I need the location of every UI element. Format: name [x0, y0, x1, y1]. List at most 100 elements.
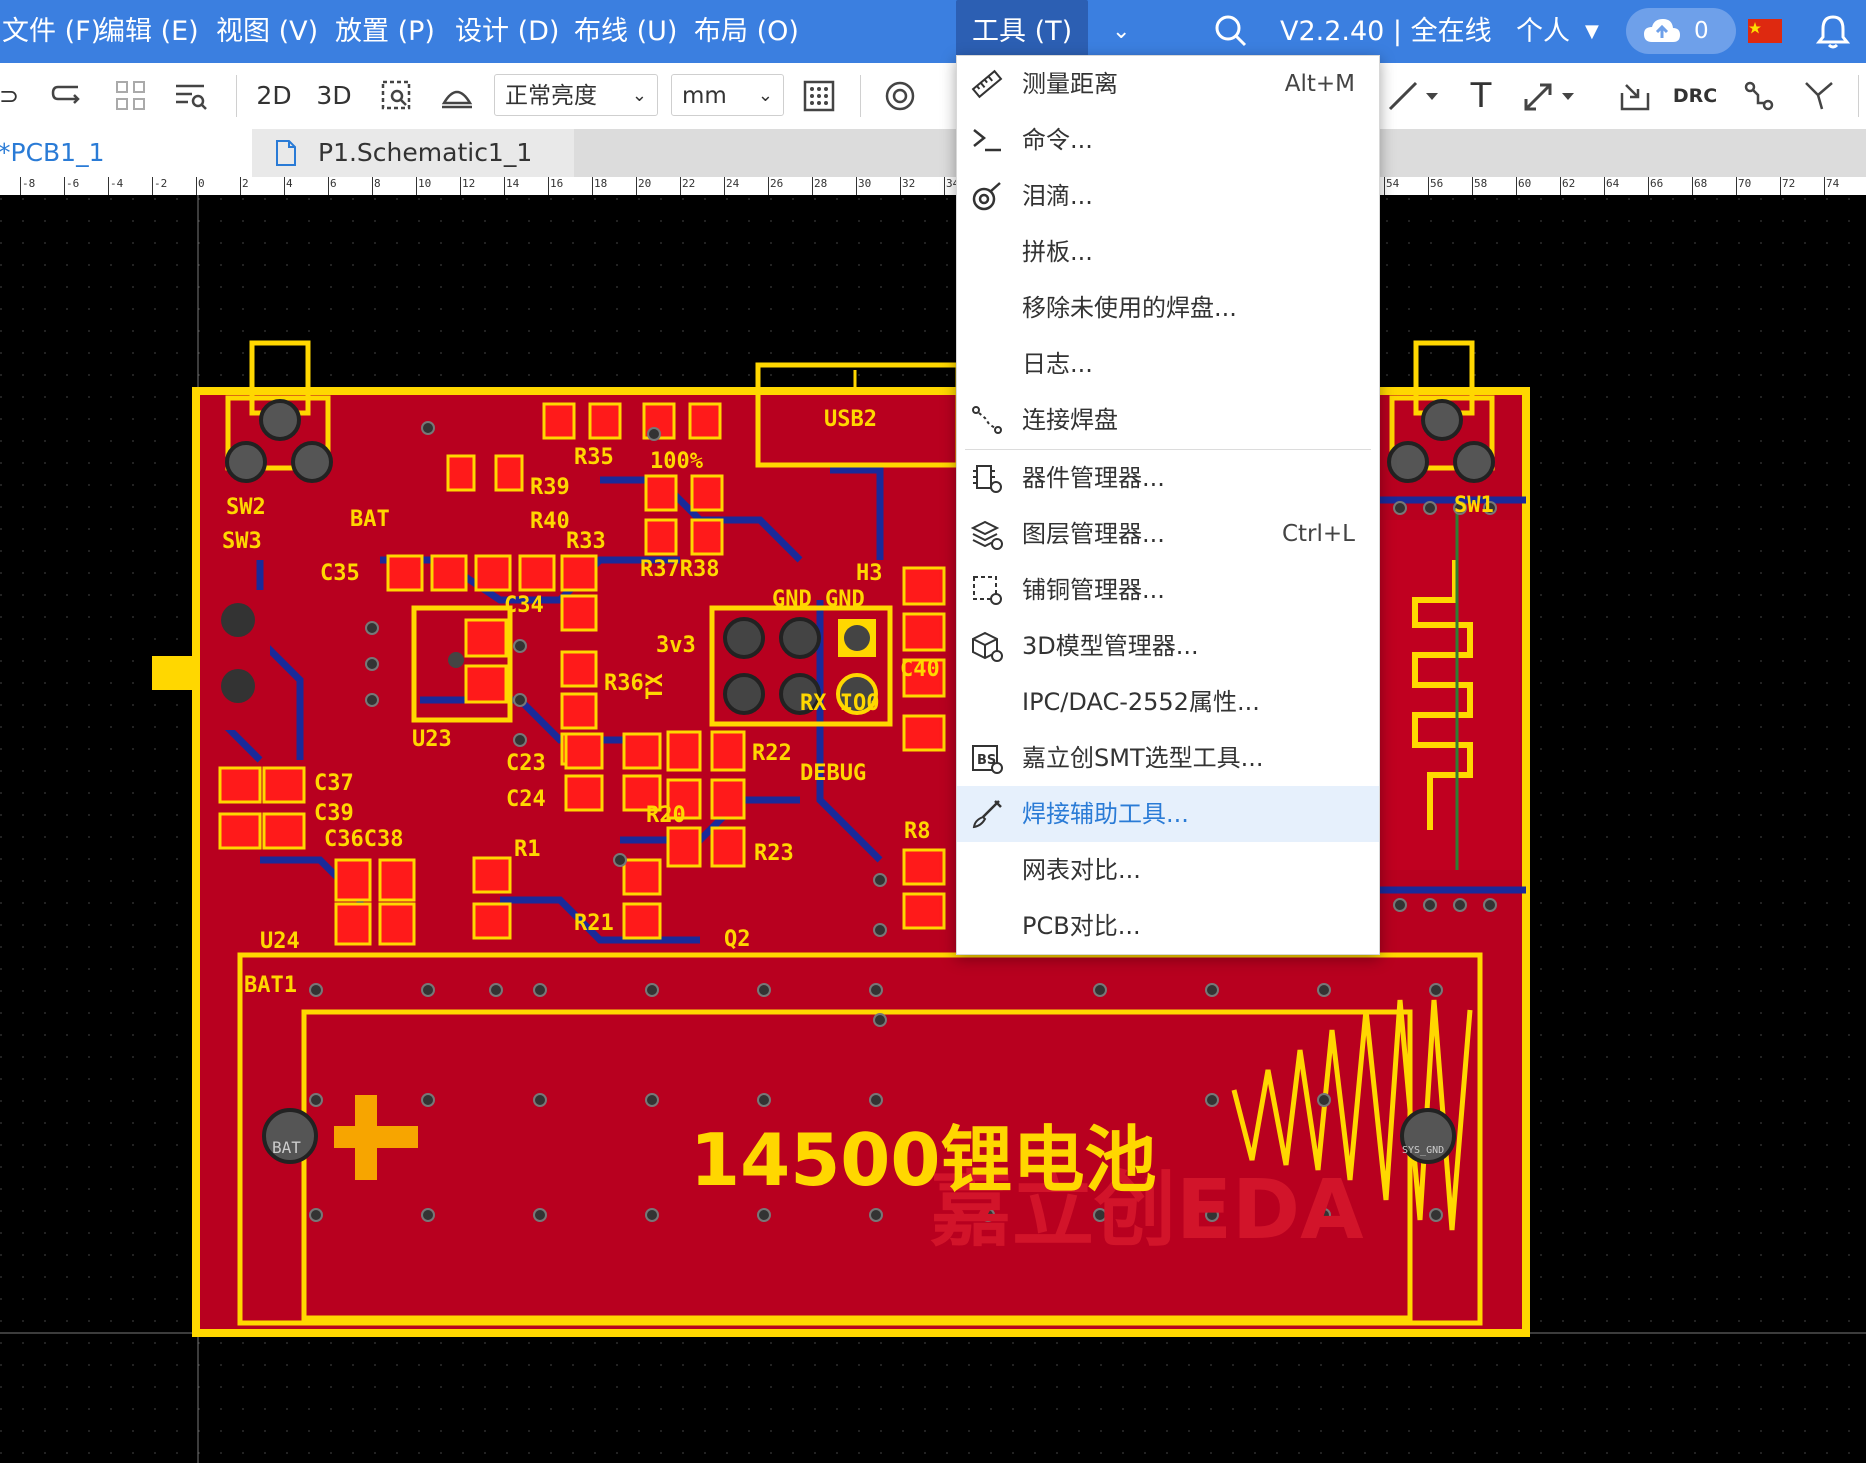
- smd-pad: [902, 892, 946, 930]
- smd-pad: [644, 474, 678, 512]
- ruler-tick: [196, 177, 197, 195]
- smd-pad: [710, 778, 746, 820]
- grid-dots-icon[interactable]: [800, 77, 838, 115]
- menu-route[interactable]: 布线 (U): [574, 16, 678, 47]
- ruler-tick-label: 26: [770, 177, 784, 190]
- smd-pad: [430, 554, 468, 592]
- tab-pcb[interactable]: *PCB1_1: [0, 129, 252, 177]
- menu-view[interactable]: 视图 (V): [216, 16, 319, 47]
- tools-menu-item-8[interactable]: 图层管理器...Ctrl+L: [957, 506, 1379, 562]
- via: [1453, 501, 1467, 515]
- menu-place[interactable]: 放置 (P): [335, 16, 435, 47]
- tools-menu-item-4[interactable]: 移除未使用的焊盘...: [957, 280, 1379, 336]
- tools-menu-item-1[interactable]: 命令...: [957, 112, 1379, 168]
- tools-menu-item-15[interactable]: PCB对比...: [957, 898, 1379, 954]
- silkscreen-label: SW2: [226, 495, 266, 520]
- smd-pad: [494, 454, 524, 492]
- tools-menu-item-5[interactable]: 日志...: [957, 336, 1379, 392]
- 3d-model-icon: [971, 630, 1003, 662]
- tools-menu-item-13[interactable]: 焊接辅助工具...: [957, 786, 1379, 842]
- tools-menu-item-14[interactable]: 网表对比...: [957, 842, 1379, 898]
- view-2d-button[interactable]: 2D: [256, 81, 292, 110]
- via: [1205, 1093, 1219, 1107]
- more-menus-chevron-icon[interactable]: ⌄: [1112, 19, 1131, 44]
- drc-button[interactable]: DRC: [1672, 85, 1718, 107]
- smd-pad: [564, 732, 604, 770]
- view-3d-button[interactable]: 3D: [316, 81, 352, 110]
- tools-menu-item-3[interactable]: 拼板...: [957, 224, 1379, 280]
- user-chevron-icon[interactable]: ▼: [1585, 21, 1599, 42]
- unit-value: mm: [682, 83, 727, 109]
- smd-pad: [472, 856, 512, 894]
- ruler-tick-label: 20: [638, 177, 652, 190]
- unit-select[interactable]: mm ⌄: [671, 74, 784, 116]
- zoom-area-icon[interactable]: [378, 77, 416, 115]
- target-icon[interactable]: [881, 77, 919, 115]
- via: [421, 1093, 435, 1107]
- smd-pad: [644, 518, 678, 556]
- brightness-select[interactable]: 正常亮度 ⌄: [494, 74, 658, 116]
- tools-menu-item-7[interactable]: 器件管理器...: [957, 450, 1379, 506]
- menu-tools[interactable]: 工具 (T): [956, 0, 1089, 63]
- tools-menu-item-label: 焊接辅助工具...: [1022, 800, 1189, 828]
- notification-bell-icon[interactable]: [1815, 14, 1851, 50]
- silkscreen-label: C34: [504, 593, 544, 618]
- redo-icon[interactable]: [48, 77, 86, 115]
- brightness-icon[interactable]: [438, 77, 476, 115]
- ruler-tick: [812, 177, 813, 195]
- via: [1429, 1208, 1443, 1222]
- smd-pad: [564, 774, 604, 812]
- import-icon[interactable]: [1616, 77, 1654, 115]
- undo-icon[interactable]: ⊃: [0, 82, 20, 110]
- line-tool-icon[interactable]: [1384, 77, 1444, 115]
- tools-menu-item-11[interactable]: IPC/DAC-2552属性...: [957, 674, 1379, 730]
- tools-menu-item-2[interactable]: 泪滴...: [957, 168, 1379, 224]
- list-search-icon[interactable]: [172, 77, 210, 115]
- smd-pad: [622, 732, 662, 770]
- tab-schematic[interactable]: P1.Schematic1_1: [256, 129, 574, 177]
- via: [533, 1208, 547, 1222]
- language-flag-icon[interactable]: [1748, 19, 1782, 43]
- via: [309, 983, 323, 997]
- smd-pad: [464, 618, 508, 658]
- via: [1483, 501, 1497, 515]
- grid-view-icon[interactable]: [112, 77, 150, 115]
- split-tool-icon[interactable]: [1800, 77, 1838, 115]
- menu-edit[interactable]: 编辑 (E): [98, 16, 199, 47]
- menu-layout[interactable]: 布局 (O): [694, 16, 799, 47]
- menu-design[interactable]: 设计 (D): [455, 16, 560, 47]
- silkscreen-label: RX IO0: [800, 691, 879, 716]
- layer-manager-icon: [970, 518, 1003, 550]
- silkscreen-label: C40: [900, 657, 940, 682]
- silkscreen-label: R21: [574, 911, 614, 936]
- ruler-tick: [416, 177, 417, 195]
- silkscreen-label: C36C38: [324, 827, 403, 852]
- search-icon[interactable]: [1214, 14, 1248, 48]
- menu-file[interactable]: 文件 (F): [2, 16, 102, 47]
- silkscreen-label: R8: [904, 819, 931, 844]
- text-tool-icon[interactable]: T: [1470, 76, 1492, 116]
- user-menu[interactable]: 个人: [1516, 16, 1570, 47]
- smd-pad: [560, 554, 598, 592]
- smd-pad: [690, 474, 724, 512]
- cloud-sync-button[interactable]: 0: [1626, 8, 1736, 54]
- route-pad-icon[interactable]: [1740, 77, 1778, 115]
- tools-menu-item-9[interactable]: 铺铜管理器...: [957, 562, 1379, 618]
- sys-gnd-pad-label: SYS_GND: [1402, 1145, 1444, 1156]
- silkscreen-label: R23: [754, 841, 794, 866]
- tools-menu-item-10[interactable]: 3D模型管理器...: [957, 618, 1379, 674]
- silkscreen-label: BAT1: [244, 973, 297, 998]
- ruler-tick-label: 16: [550, 177, 564, 190]
- silkscreen-label: C39: [314, 801, 354, 826]
- tools-menu-item-6[interactable]: 连接焊盘: [957, 392, 1379, 448]
- via: [757, 983, 771, 997]
- ruler-tick: [548, 177, 549, 195]
- smd-pad: [666, 778, 702, 820]
- ruler-tick-label: -8: [22, 177, 36, 190]
- dimension-tool-icon[interactable]: [1520, 77, 1580, 115]
- silkscreen-label: R33: [566, 529, 606, 554]
- via: [309, 1208, 323, 1222]
